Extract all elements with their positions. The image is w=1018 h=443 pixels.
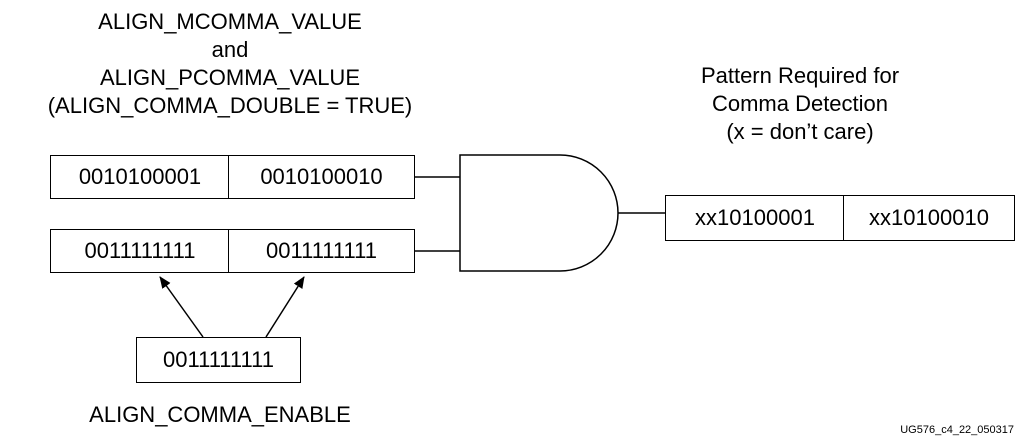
label-line-detection: Comma Detection: [711, 91, 889, 116]
label-line-dont-care: (x = don’t care): [726, 119, 874, 144]
pattern-required-label: Pattern Required for Comma Detection (x …: [660, 62, 940, 146]
align-comma-value-label: ALIGN_MCOMMA_VALUE and ALIGN_PCOMMA_VALU…: [20, 8, 440, 120]
and-gate-symbol: [459, 154, 619, 272]
label-line-pcomma: ALIGN_PCOMMA_VALUE: [99, 65, 360, 90]
label-line-and: and: [211, 37, 249, 62]
enable-arrow-left: [159, 276, 204, 338]
label-line-double: (ALIGN_COMMA_DOUBLE = TRUE): [47, 93, 413, 118]
result-pattern-left-cell: xx10100001: [665, 195, 845, 241]
comma-mask-left-cell: 0011111111: [50, 229, 230, 273]
comma-value-right-cell: 0010100010: [228, 155, 415, 199]
enable-arrow-right: [265, 276, 305, 338]
comma-enable-cell: 0011111111: [136, 337, 301, 383]
comma-mask-right-cell: 0011111111: [228, 229, 415, 273]
figure-id: UG576_c4_22_050317: [900, 424, 1014, 436]
align-comma-enable-label: ALIGN_COMMA_ENABLE: [89, 402, 351, 427]
label-line-pattern: Pattern Required for: [700, 63, 900, 88]
label-line-mcomma: ALIGN_MCOMMA_VALUE: [98, 9, 362, 34]
result-pattern-right-cell: xx10100010: [843, 195, 1015, 241]
